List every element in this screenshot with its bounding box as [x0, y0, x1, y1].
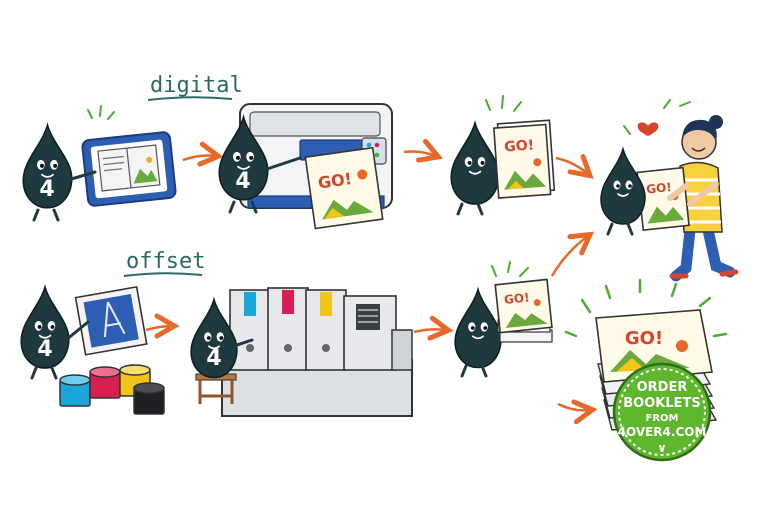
digital-label-group: digital — [147, 73, 243, 101]
printed-sheet: GO! — [304, 146, 384, 230]
offset-design-step: 4 — [20, 285, 165, 415]
mascot-legs — [32, 208, 60, 222]
arrow-digital-3 — [555, 158, 588, 174]
mascot-legs — [30, 366, 58, 380]
mascot-arm — [66, 170, 97, 182]
mascot-number: 4 — [39, 177, 54, 202]
mascot-number: 4 — [206, 346, 221, 371]
mascot-drop-icon — [454, 288, 502, 369]
digital-label: digital — [150, 73, 243, 98]
offset-label-group: offset — [123, 249, 205, 277]
cta-step: GO! ORDER BOOKLETS FROM 4OVER4.COM ∨ — [564, 278, 728, 462]
offset-press-step: 4 — [190, 287, 413, 417]
mascot-legs — [460, 364, 488, 378]
badge-line-3: FROM — [646, 413, 679, 424]
offset-underline — [123, 272, 203, 277]
customer-smile — [691, 147, 706, 152]
mascot-legs — [228, 200, 258, 214]
badge-line-1: ORDER — [637, 380, 688, 395]
mascot-number: 4 — [37, 337, 52, 362]
heart-icon — [637, 122, 659, 136]
arrow-digital-2 — [403, 152, 436, 157]
mascot-legs — [456, 202, 484, 216]
mascot-arm — [232, 338, 254, 348]
customer-legs — [670, 224, 736, 282]
ink-can-cyan — [59, 374, 91, 407]
sparkle-lines — [564, 278, 728, 338]
ink-cans — [59, 364, 165, 415]
order-booklets-badge[interactable]: ORDER BOOKLETS FROM 4OVER4.COM ∨ — [612, 362, 712, 462]
go-text: GO! — [317, 169, 353, 193]
go-text: GO! — [646, 180, 673, 197]
mascot-legs — [606, 222, 634, 236]
printer-button — [374, 142, 380, 148]
booklet-held-by-customer: GO! — [636, 166, 690, 232]
press-unit-4 — [343, 295, 397, 371]
booklet-held: GO! — [492, 119, 556, 199]
digital-underline — [147, 96, 233, 101]
ink-can-magenta — [89, 366, 121, 399]
arrow-offset-1 — [145, 326, 172, 330]
go-text: GO! — [503, 290, 530, 307]
badge-line-4: 4OVER4.COM — [618, 425, 707, 439]
sparkle-lines — [623, 99, 691, 135]
press-delivery — [391, 329, 413, 371]
sparkle-lines — [485, 95, 522, 112]
badge-line-2: BOOKLETS — [623, 396, 700, 411]
go-text: GO! — [504, 137, 535, 155]
mascot-number: 4 — [235, 169, 250, 194]
printer-top-panel — [249, 111, 381, 137]
printing-plate — [74, 285, 148, 356]
booklet-stack-small: GO! — [494, 278, 553, 343]
customer-hair — [682, 119, 717, 142]
customer-arms — [667, 181, 719, 207]
arrow-digital-1 — [182, 156, 216, 161]
mascot-drop-icon — [450, 122, 500, 205]
customer-step: GO! — [600, 99, 739, 282]
digital-design-step: 4 — [22, 105, 177, 222]
mascot-arm — [262, 156, 302, 172]
digital-booklet-step: GO! — [450, 95, 556, 216]
offset-stack-step: GO! — [454, 261, 553, 378]
sparkle-lines — [491, 261, 529, 277]
press-unit-3 — [305, 289, 347, 371]
ink-can-black — [133, 382, 165, 415]
digital-printer-step: GO! 4 — [218, 103, 393, 230]
printer-button — [374, 152, 380, 158]
mascot-drop-icon — [600, 148, 646, 225]
go-text: GO! — [625, 328, 663, 349]
sparkle-lines — [87, 105, 115, 120]
customer-hair-bun — [709, 115, 723, 129]
badge-ring — [618, 368, 706, 456]
badge-circle[interactable] — [612, 362, 712, 462]
offset-label: offset — [126, 249, 205, 274]
press-unit-2 — [267, 287, 309, 371]
printer-button — [366, 142, 372, 148]
customer-shoes — [669, 269, 739, 279]
chevron-down-icon: ∨ — [657, 441, 667, 455]
arrow-offset-2 — [413, 329, 446, 332]
tablet-booklet-icon — [97, 144, 161, 192]
arrow-to-cta — [557, 404, 590, 410]
mascot-arm — [64, 320, 90, 342]
arrow-offset-to-customer — [550, 236, 588, 277]
